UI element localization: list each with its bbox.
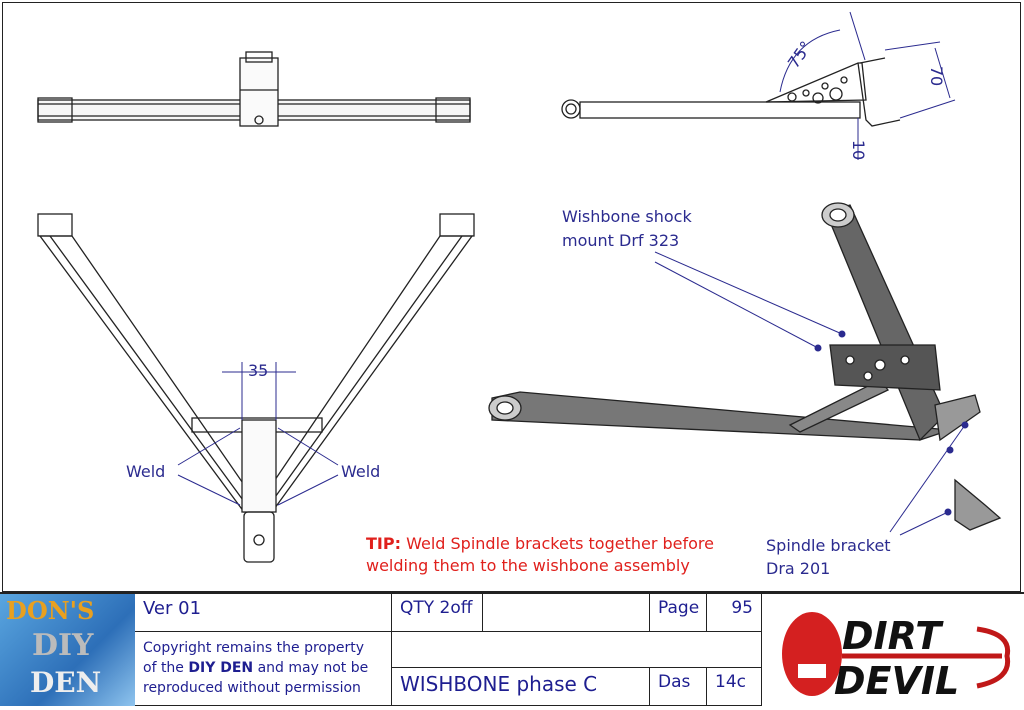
drawing-title: WISHBONE phase C <box>392 668 650 706</box>
dirt-devil-logo: DIRT DEVIL <box>762 594 1024 706</box>
svg-text:DEVIL: DEVIL <box>834 659 959 703</box>
copyright-diy-den: DIY DEN <box>188 660 254 676</box>
svg-text:DIRT: DIRT <box>842 614 944 658</box>
tip-line-1: Weld Spindle brackets together before <box>406 534 714 553</box>
copyright-line-3: reproduced without permission <box>143 680 361 696</box>
version: Ver 01 <box>135 594 392 632</box>
drawn-label: Das <box>650 668 707 706</box>
technical-drawing <box>37 11 1002 563</box>
copyright-notice: Copyright remains the property of the DI… <box>135 632 392 706</box>
front-view <box>37 213 475 563</box>
shock-mount-callout-1: Wishbone shock <box>562 207 692 226</box>
side-view <box>561 11 956 160</box>
copyright-line-2c: and may not be <box>253 660 369 676</box>
dons-diy-den-logo: DON'S DIY DEN <box>0 594 135 706</box>
width-dimension: 35 <box>248 361 269 380</box>
shock-mount-callout-2: mount Drf 323 <box>562 231 680 250</box>
top-view <box>37 51 471 127</box>
title-block: DON'S DIY DEN Ver 01 Copyright remains t… <box>0 592 1024 706</box>
offset-dimension: 10 <box>849 139 869 161</box>
tip-prefix: TIP: <box>366 534 401 553</box>
tip-note: TIP: Weld Spindle brackets together befo… <box>366 533 714 577</box>
spindle-callout-2: Dra 201 <box>766 559 831 578</box>
page-label: Page <box>650 594 707 632</box>
weld-label-right: Weld <box>341 462 381 481</box>
drawing-frame <box>2 2 1021 592</box>
quantity: QTY 2off <box>392 594 483 632</box>
drawn-value: 14c <box>707 668 762 706</box>
weld-label-left: Weld <box>126 462 166 481</box>
spindle-callout-1: Spindle bracket <box>766 536 891 555</box>
blank-cell <box>483 594 650 632</box>
page-number: 95 <box>707 594 762 632</box>
copyright-line-2a: of the <box>143 660 189 676</box>
height-dimension: 70 <box>927 65 947 87</box>
tip-line-2: welding them to the wishbone assembly <box>366 556 690 575</box>
copyright-line-1: Copyright remains the property <box>143 640 364 656</box>
isometric-view <box>488 202 1002 536</box>
blank-row <box>392 632 762 668</box>
